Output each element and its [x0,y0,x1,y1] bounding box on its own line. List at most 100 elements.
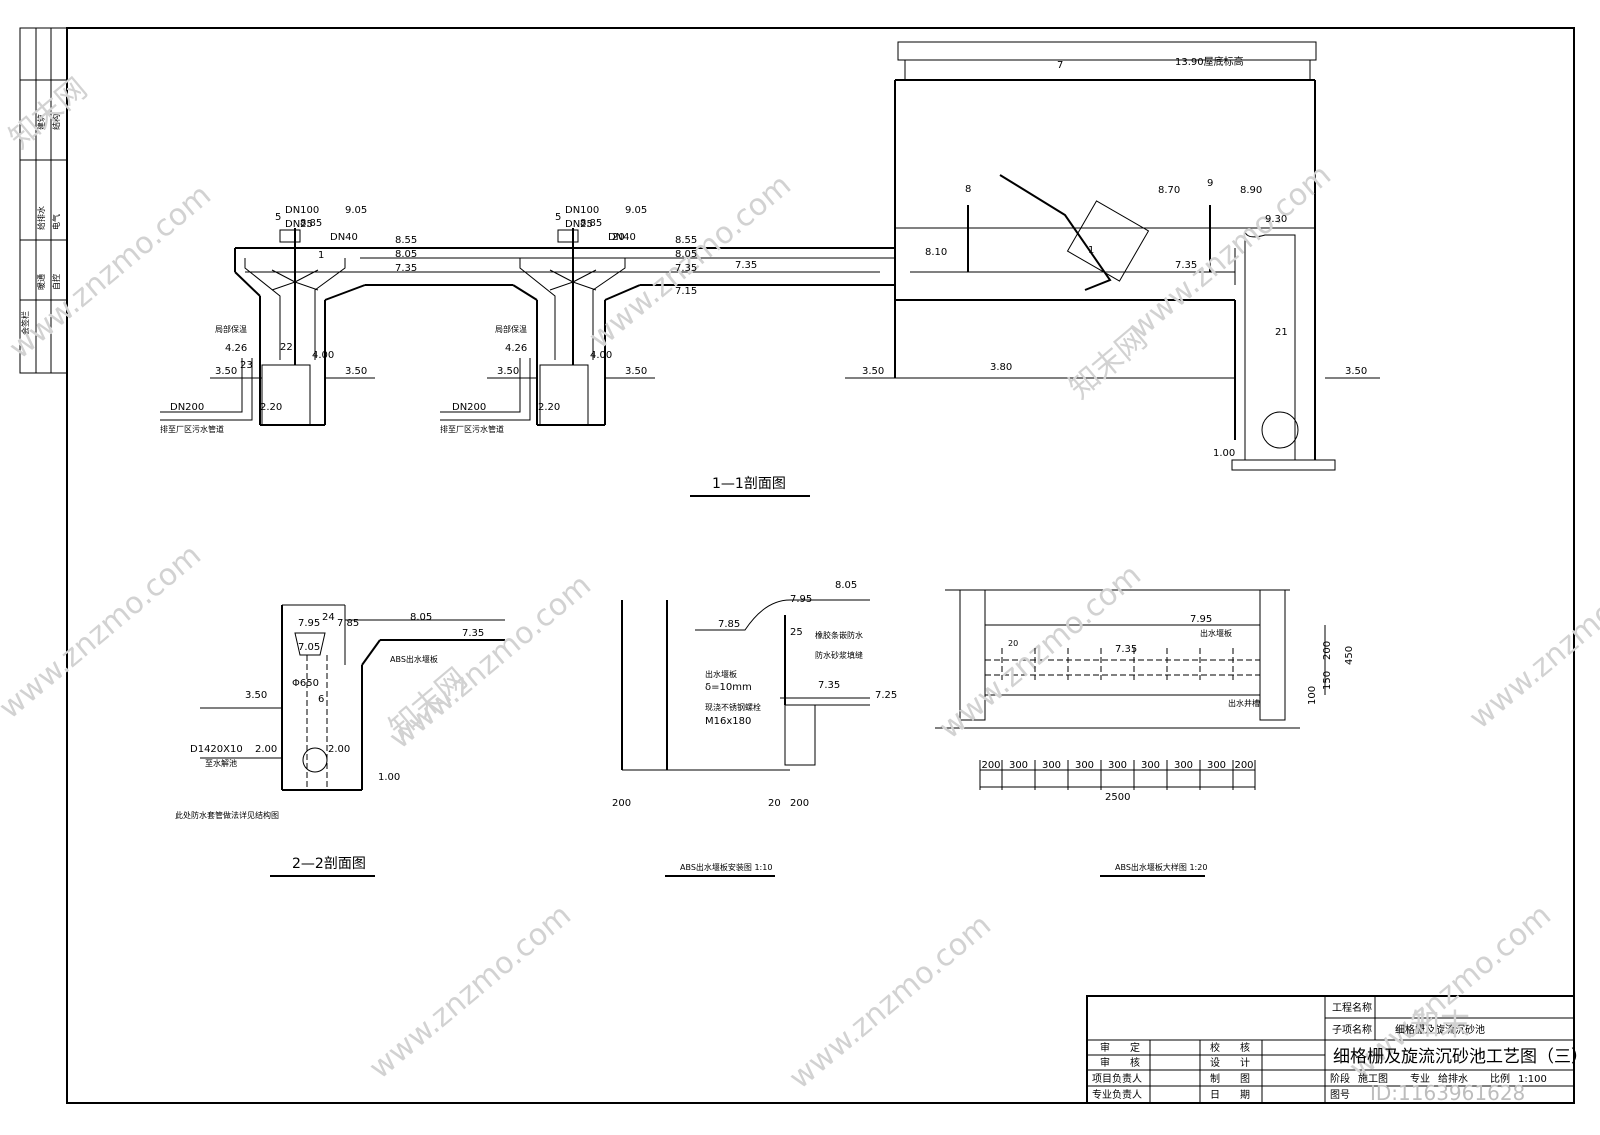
label-insulation-b: 局部保温 [495,324,527,334]
label-pipe-note-b: 排至厂区污水管道 [440,424,504,434]
elev22-3-50: 3.50 [245,690,267,701]
marker-1-b: 1 [1088,245,1094,256]
watermark-7: www.znzmo.com [1463,548,1600,737]
marker-22: 23 [240,360,253,371]
label-dn100-a: DN100 [285,205,319,216]
tb-stage: 阶段 [1330,1072,1350,1085]
marker-3-a: 5 [275,212,281,223]
label-dn100-b: DN100 [565,205,599,216]
elev-7-35-d: 7.35 [1175,260,1197,271]
marker-7: 8 [965,184,971,195]
strip-label-2: 结构 [51,114,61,130]
tb-major: 专业 [1410,1072,1430,1085]
label-abs-weir: ABS出水堰板 [390,654,438,664]
watermark-9: www.znzmo.com [783,908,998,1097]
watermark-1: www.znzmo.com [3,178,218,367]
tb-row0-b: 校 核 [1210,1041,1250,1054]
elev-9-05-b: 9.05 [625,205,647,216]
elev-7-15: 7.15 [675,286,697,297]
drawing-border [66,27,1575,1104]
elev-8-10: 8.10 [925,247,947,258]
elev-4-00-b: 4.00 [590,350,612,361]
strip-label-6: 自控 [51,274,61,290]
label-plate: 出水堰板 [705,669,737,679]
dim-segment-5: 300 [1141,760,1160,771]
dimwi-200-b: 200 [790,798,809,809]
label-dn200-b: DN200 [452,402,486,413]
elev22-7-85: 7.85 [337,618,359,629]
tb-drawing-no: 图号 [1330,1089,1350,1101]
dimr-450: 450 [1344,646,1355,665]
elev-8-05-b: 8.05 [675,249,697,260]
tb-row0-a: 审 定 [1100,1041,1140,1054]
label-crane-top: 13.90屋底标高 [1175,55,1244,68]
elev-7-35-c: 7.35 [735,260,757,271]
watermark-id: ID:1163961628 [1370,1081,1525,1105]
elev22-2-00-a: 2.00 [255,744,277,755]
dim-segment-4: 300 [1108,760,1127,771]
dim-segment-2: 300 [1042,760,1061,771]
label-insulation-a: 局部保温 [215,324,247,334]
section-2-2 [200,604,505,791]
tb-row1-a: 审 核 [1100,1056,1140,1069]
marker-6: 6 [318,694,324,705]
weir-detail-title: ABS出水堰板大样图 1:20 [1115,862,1207,872]
label-mortar: 防水砂浆填缝 [815,650,863,660]
tb-project-label: 工程名称 [1332,1001,1372,1014]
dim-segment-3: 300 [1075,760,1094,771]
tb-scale: 比例 [1490,1072,1510,1085]
elev-3-50-b: 3.50 [345,366,367,377]
strip-label-0: 会签栏 [20,311,30,335]
elev22-1-00: 1.00 [378,772,400,783]
strip-label-5: 暖通 [36,274,46,290]
label-dn40-b: DN40 [608,232,636,243]
elevwi-8-05: 8.05 [835,580,857,591]
elev-7-35-a: 7.35 [395,263,417,274]
tb-drawing-title: 细格栅及旋流沉砂池工艺图（三） [1333,1047,1588,1067]
tb-row3-b: 日 期 [1210,1089,1250,1101]
strip-label-3: 给排水 [36,206,46,230]
label-d1420: D1420X10 [190,744,243,755]
elev-9-30: 9.30 [1265,214,1287,225]
elev-9-05-a: 9.05 [345,205,367,216]
dim-segment-8: 200 [1234,760,1253,771]
tb-stage-val: 施工图 [1358,1072,1388,1085]
label-dn40-a: DN40 [330,232,358,243]
dim-segment-1: 300 [1009,760,1028,771]
marker-21: 22 [280,342,293,353]
elev-8-90: 8.90 [1240,185,1262,196]
label-sleeve-note: 此处防水套管做法详见结构图 [175,810,279,820]
elev22-2-00-b: 2.00 [328,744,350,755]
elevwd-7-95: 7.95 [1190,614,1212,625]
elev-3-50-d: 3.50 [625,366,647,377]
watermark-brand-1: 知末网 [3,71,94,156]
label-channel: 出水井槽 [1228,698,1260,708]
elev-4-26-a: 4.26 [225,343,247,354]
elev-3-50-a: 3.50 [215,366,237,377]
watermark-2: www.znzmo.com [583,168,798,357]
strip-label-4: 电气 [51,214,61,230]
elev22-8-05: 8.05 [410,612,432,623]
marker-5: 7 [1057,60,1063,71]
tb-row2-b: 制 图 [1210,1072,1250,1085]
marker-24: 24 [322,612,335,623]
section-1-1 [160,41,1380,471]
watermark-brand-2: 知末网 [1063,321,1154,406]
elev22-7-05: 7.05 [298,642,320,653]
dim-segment-0: 200 [981,760,1000,771]
watermarks: www.znzmo.com www.znzmo.com www.znzmo.co… [0,71,1600,1096]
elevwd-7-35: 7.35 [1115,644,1137,655]
weir-plate-detail [935,589,1326,788]
elev22-7-35: 7.35 [462,628,484,639]
left-strip: 会签栏 建筑 结构 给排水 电气 暖通 自控 [19,27,68,374]
dimwi-20: 20 [768,798,781,809]
strip-label-1: 建筑 [36,114,46,130]
elev-4-00-a: 4.00 [312,350,334,361]
label-layer: 1—1剖面图 DN100 DN25 DN40 DN100 DN25 DN40 D… [160,55,1588,1105]
elev-1-00: 1.00 [1213,448,1235,459]
dimwi-200-a: 200 [612,798,631,809]
label-dn25-b: DN25 [565,219,593,230]
elev-3-50-e: 3.50 [862,366,884,377]
tb-row1-b: 设 计 [1210,1056,1250,1069]
